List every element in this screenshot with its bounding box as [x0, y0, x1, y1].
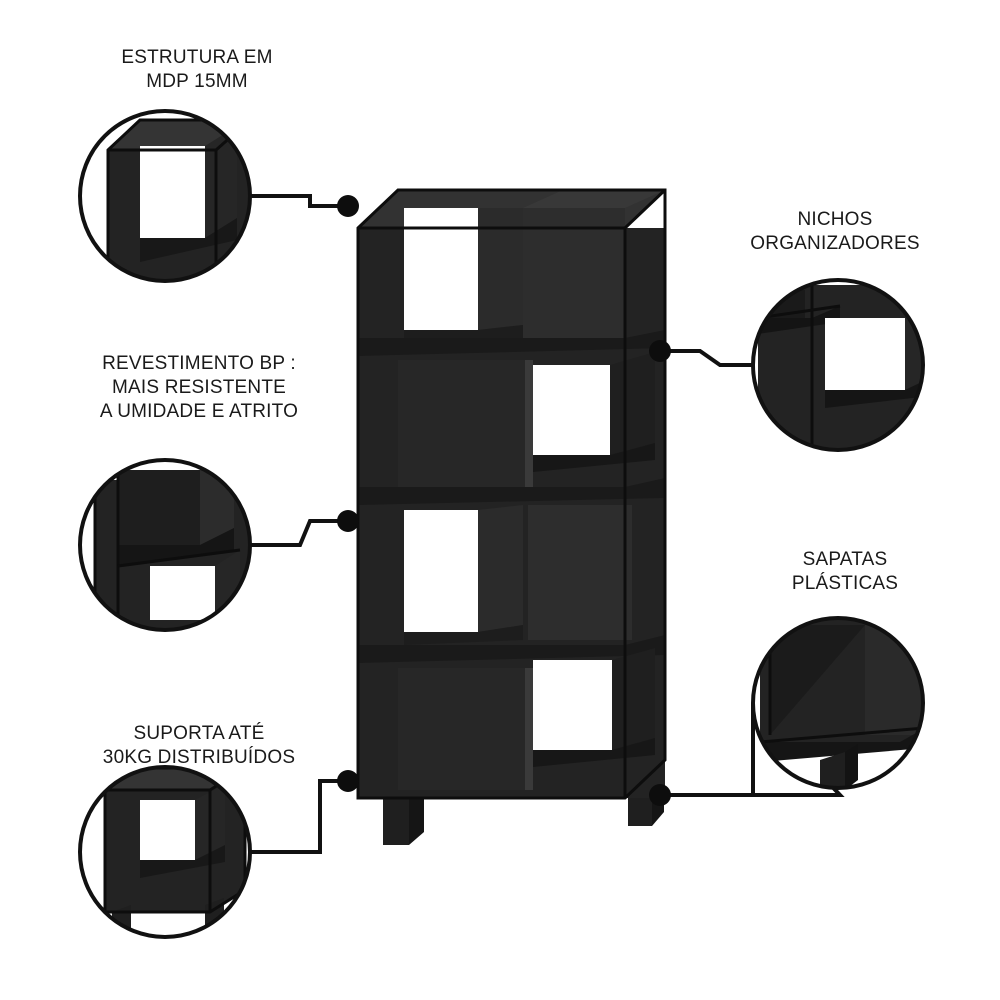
callout-label-nichos: NICHOS ORGANIZADORES — [750, 209, 920, 254]
callout-label-sapatas: SAPATAS PLÁSTICAS — [791, 549, 899, 594]
zoom-circle-estrutura — [78, 109, 252, 283]
shelf-cubes — [358, 190, 665, 790]
front-edges — [358, 188, 667, 798]
dot-revestimento — [337, 510, 359, 532]
zoom-circle-sapatas — [751, 616, 925, 790]
zoom-circle-suporta — [78, 765, 252, 939]
zoom-circle-nichos — [751, 278, 925, 452]
leader-line-estrutura — [250, 194, 348, 208]
callout-label-suporta: SUPORTA ATÉ 30KG DISTRIBUÍDOS — [102, 723, 296, 768]
connector-dots — [337, 195, 671, 806]
leader-line-suporta — [250, 779, 348, 854]
dot-suporta — [337, 770, 359, 792]
dot-nichos — [649, 340, 671, 362]
leader-line-nichos — [660, 349, 753, 367]
leader-line-revestimento — [250, 519, 348, 547]
zoom-circle-revestimento — [78, 458, 252, 632]
callout-label-revestimento: REVESTIMENTO BP : MAIS RESISTENTE A UMID… — [99, 353, 299, 422]
dot-sapatas — [649, 784, 671, 806]
callout-label-estrutura: ESTRUTURA EM MDP 15MM — [121, 47, 273, 92]
dot-estrutura — [337, 195, 359, 217]
body-outline — [356, 188, 667, 800]
